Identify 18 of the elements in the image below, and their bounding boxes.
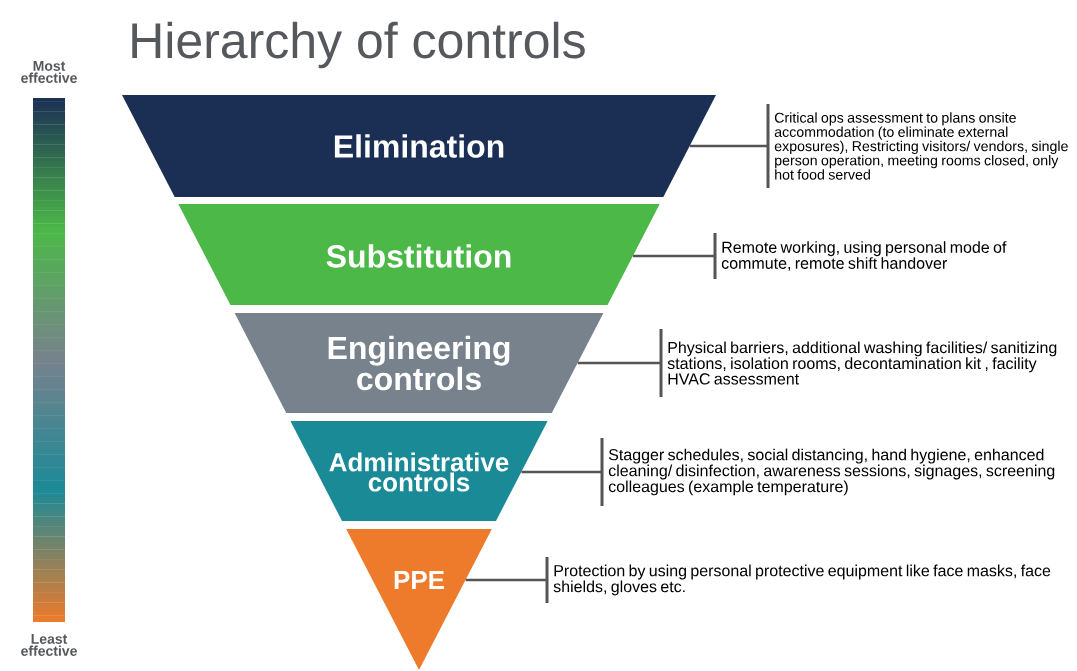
connector-line	[521, 470, 601, 474]
connector-line	[633, 254, 714, 258]
description-text: Physical barriers, additional washing facilities/ sanitizing stations, isolation rooms, decontamination kit , facility HVAC assessment	[667, 341, 1057, 385]
scale-label: Least effective	[21, 634, 77, 656]
description-text: Stagger schedules, social distancing, hand hygiene, enhanced cleaning/ disinfection, awareness sessions, signages, screening colleagues (example temperature)	[608, 448, 1055, 496]
scale-label: Most effective	[21, 61, 77, 83]
pyramid-band: PPE	[346, 529, 492, 670]
connector-line	[577, 361, 660, 365]
title: Hierarchy of controls	[132, 21, 585, 69]
description-text: Remote working, using personal mode of commute, remote shift handover	[721, 241, 1007, 271]
description-text: Protection by using personal protective equipment like face masks, face shields, gloves etc.	[553, 564, 1051, 596]
pyramid-band: Administrative controls	[290, 421, 548, 521]
pyramid-band: Engineering controls	[234, 313, 604, 413]
pyramid-band: Substitution	[178, 204, 660, 305]
connector-line	[465, 578, 546, 582]
description-text: Critical ops assessment to plans onsite accommodation (to eliminate external exposures), Restricting visitors/ vendors, single person operation, meeting rooms closed, only hot food served	[774, 112, 1068, 180]
connector-line	[689, 144, 767, 148]
pyramid-band: Elimination	[122, 95, 716, 197]
